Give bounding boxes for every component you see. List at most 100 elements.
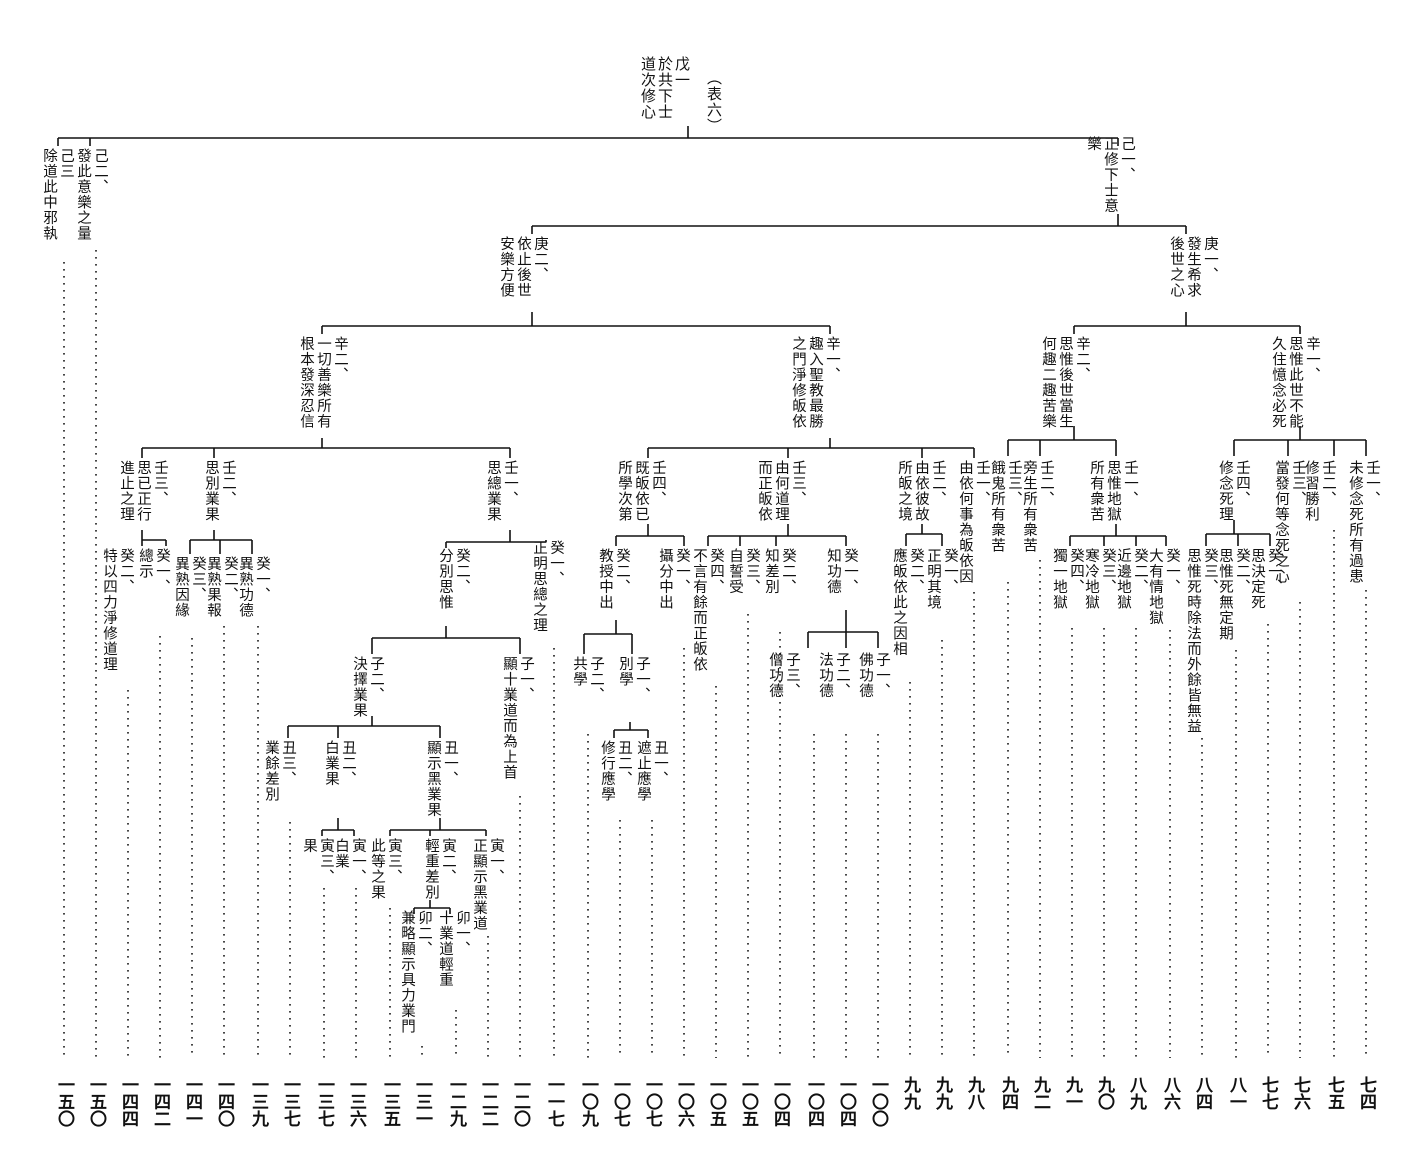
page-number: 一二〇 bbox=[510, 1076, 530, 1127]
page-number: 一〇四 bbox=[770, 1076, 790, 1127]
page-number: 九〇 bbox=[1094, 1076, 1114, 1110]
node-y2: 寅二、 輕重差別 bbox=[423, 838, 456, 900]
page-number: 一三五 bbox=[380, 1076, 400, 1127]
node-y3: 寅三、 此等之果 bbox=[369, 838, 402, 900]
node-m2: 癸二、 分別思惟 bbox=[437, 548, 470, 610]
node-h2: 癸二、 知差別 bbox=[763, 548, 796, 595]
page-number: 一〇七 bbox=[642, 1076, 662, 1127]
node-r1: 壬一、 思總業果 bbox=[485, 460, 518, 522]
node-e1: 癸一、 思決定死 bbox=[1249, 548, 1282, 610]
node-m1: 癸一、 正明思總之理 bbox=[531, 540, 564, 633]
node-p3: 壬三、 餓鬼所有衆苦 bbox=[989, 460, 1022, 553]
page-number: 九二 bbox=[1030, 1076, 1050, 1110]
node-z1: 子一、 顯十業道而為上首 bbox=[501, 656, 534, 780]
node-t2: 癸二、 教授中出 bbox=[597, 548, 630, 610]
node-s4: 壬四、 既皈依已 所學次第 bbox=[616, 460, 666, 522]
node-e2: 癸二、 思惟死無定期 bbox=[1217, 548, 1250, 641]
page-number: 一〇五 bbox=[738, 1076, 758, 1127]
page-number: 七四 bbox=[1356, 1076, 1376, 1110]
node-ji3: 己三 除道此中邪執 bbox=[41, 148, 74, 241]
node-xin2a: 辛二、 思惟後世當生 何趣二趣苦樂 bbox=[1040, 336, 1090, 429]
node-h4: 癸四、 不言有餘而正皈依 bbox=[691, 548, 724, 672]
node-c3: 丑三、 業餘差別 bbox=[263, 740, 296, 802]
node-g1: 癸一、 異熟功德 bbox=[237, 556, 270, 618]
node-f3: 子三、 僧功德 bbox=[767, 652, 800, 699]
node-ji1: 己一、 正修下士意 樂 bbox=[1085, 136, 1135, 214]
node-u1: 子一、 別學 bbox=[617, 656, 650, 703]
node-k1: 癸一、 總示 bbox=[137, 548, 170, 595]
node-c1: 丑一、 顯示黑業果 bbox=[425, 740, 458, 818]
page-number: 一〇四 bbox=[804, 1076, 824, 1127]
node-u2: 子二、 共學 bbox=[571, 656, 604, 703]
node-q1: 癸一、 正明其境 bbox=[925, 548, 958, 610]
page-number: 一三一 bbox=[412, 1076, 432, 1127]
node-mao1: 卯一、 十業道輕重 bbox=[437, 910, 470, 988]
root-node: 戊一 於共下士 道次修心 bbox=[639, 56, 691, 120]
node-v1: 丑一、 遮止應學 bbox=[635, 740, 668, 802]
page-number: 一三六 bbox=[346, 1076, 366, 1127]
node-p2: 壬二、 旁生所有衆苦 bbox=[1021, 460, 1054, 553]
page-number: 一二九 bbox=[446, 1076, 466, 1127]
node-n1: 癸一、 大有情地獄 bbox=[1147, 548, 1180, 626]
page-number: 七六 bbox=[1290, 1076, 1310, 1110]
page-number: 一四一 bbox=[182, 1076, 202, 1127]
page-number: 一三九 bbox=[248, 1076, 268, 1127]
node-w4: 壬四、 修念死理 bbox=[1217, 460, 1250, 522]
node-mao2: 卯二、 兼略顯示具力業門 bbox=[399, 910, 432, 1034]
node-xin1a: 辛一、 思惟此世不能 久住憶念必死 bbox=[1270, 336, 1320, 429]
node-w2: 壬二、 修習勝利 bbox=[1303, 460, 1336, 522]
node-s3: 壬三、 由何道理 而正皈依 bbox=[756, 460, 806, 522]
node-n4: 癸四、 獨一地獄 bbox=[1051, 548, 1084, 610]
page-number: 一二二 bbox=[478, 1076, 498, 1127]
page-number: 一四〇 bbox=[214, 1076, 234, 1127]
page-number: 八四 bbox=[1192, 1076, 1212, 1110]
node-s2: 壬二、 由依彼故 所皈之境 bbox=[896, 460, 946, 522]
node-w3: 壬三、 當發何等念死之心 bbox=[1273, 460, 1306, 584]
page-number: 一一七 bbox=[544, 1076, 564, 1127]
node-v2: 丑二、 修行應學 bbox=[599, 740, 632, 802]
page-number: 一五〇 bbox=[54, 1076, 74, 1127]
node-s1: 壬一、 由依何事為皈依因 bbox=[957, 460, 990, 584]
page-number: 一〇七 bbox=[610, 1076, 630, 1127]
page-number: 一〇〇 bbox=[868, 1076, 888, 1127]
page-number: 一四四 bbox=[118, 1076, 138, 1127]
node-c2: 丑二、 白業果 bbox=[323, 740, 356, 787]
node-geng1: 庚一、 發生希求 後世之心 bbox=[1168, 236, 1218, 298]
node-y3w: 寅三、 果 bbox=[301, 838, 334, 885]
page-number: 九八 bbox=[964, 1076, 984, 1110]
page-number: 九九 bbox=[932, 1076, 952, 1110]
page-number: 九四 bbox=[998, 1076, 1018, 1110]
node-w1: 壬一、 未修念死所有過患 bbox=[1347, 460, 1380, 584]
page-number: 一三七 bbox=[314, 1076, 334, 1127]
page-number: 一〇六 bbox=[674, 1076, 694, 1127]
node-p1: 壬一、 思惟地獄 所有衆苦 bbox=[1088, 460, 1138, 522]
node-f1: 子一、 佛功德 bbox=[857, 652, 890, 699]
page-number: 一四二 bbox=[150, 1076, 170, 1127]
node-h1: 癸一、 知功德 bbox=[825, 548, 858, 595]
node-e3: 癸三、 思惟死時除法而外餘皆無益 bbox=[1185, 548, 1218, 734]
node-f2: 子二、 法功德 bbox=[817, 652, 850, 699]
node-xin1b: 辛一、 趣入聖教最勝 之門淨修皈依 bbox=[790, 336, 840, 429]
page-number: 九九 bbox=[900, 1076, 920, 1110]
node-n2: 癸二、 近邊地獄 bbox=[1115, 548, 1148, 610]
node-geng2: 庚二、 依止後世 安樂方便 bbox=[498, 236, 548, 298]
page-number: 七七 bbox=[1258, 1076, 1278, 1110]
page-number: 一〇九 bbox=[578, 1076, 598, 1127]
node-g2: 癸二、 異熟果報 bbox=[205, 556, 238, 618]
node-z2: 子二、 決擇業果 bbox=[351, 656, 384, 718]
node-y1w: 寅一、 白業 bbox=[333, 838, 366, 885]
page-number: 一〇五 bbox=[706, 1076, 726, 1127]
node-r2: 壬二、 思別業果 bbox=[203, 460, 236, 522]
page-number: 八一 bbox=[1226, 1076, 1246, 1110]
page-number: 一〇四 bbox=[836, 1076, 856, 1127]
node-ji2: 己二、 發此意樂之量 bbox=[75, 148, 108, 241]
page-number: 一三七 bbox=[280, 1076, 300, 1127]
page-number: 七五 bbox=[1324, 1076, 1344, 1110]
node-n3: 癸三、 寒冷地獄 bbox=[1083, 548, 1116, 610]
page-number: 九一 bbox=[1062, 1076, 1082, 1110]
node-y1: 寅一、 正顯示黑業道 bbox=[471, 838, 504, 931]
node-g3: 癸三、 異熟因緣 bbox=[173, 556, 206, 618]
table-tag: （表六） bbox=[705, 70, 723, 134]
node-r3: 壬三、 思已正行 進止之理 bbox=[118, 460, 168, 522]
